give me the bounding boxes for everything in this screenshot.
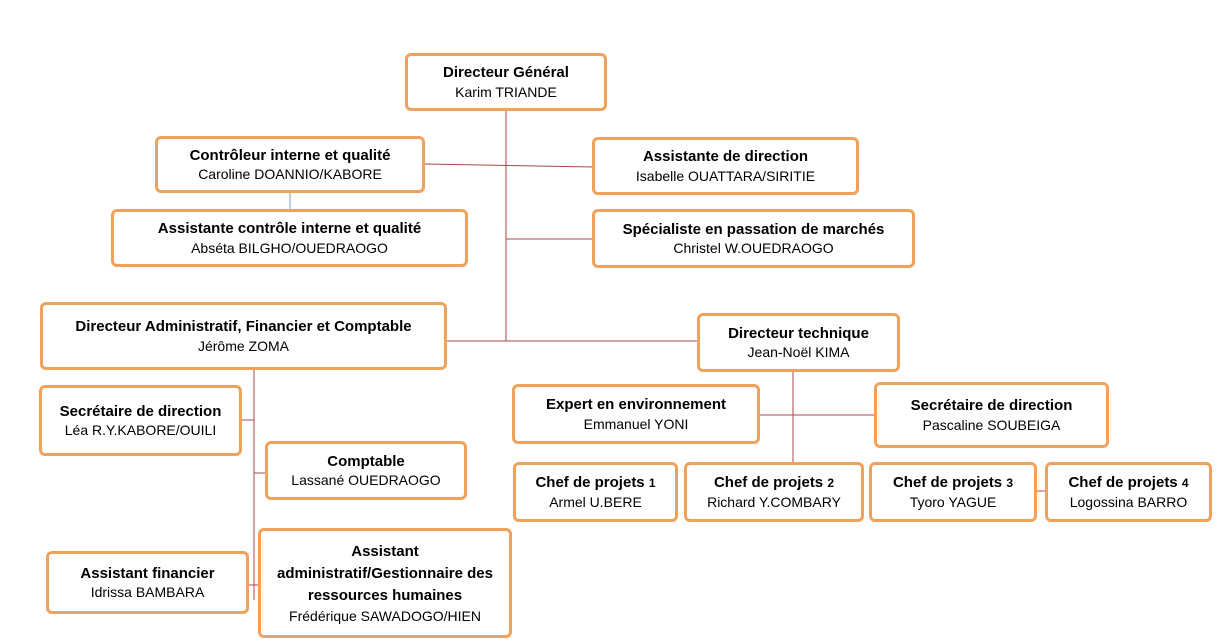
role-label: Assistant financier (80, 564, 215, 582)
role-label: Assistante de direction (642, 148, 809, 166)
name-label: Isabelle OUATTARA/SIRITIE (635, 167, 816, 184)
name-label: Lassané OUEDRAOGO (291, 472, 441, 489)
name-label: Christel W.OUEDRAOGO (673, 240, 834, 257)
role-label: Directeur Général (443, 64, 569, 82)
node-chef-projets-1: Chef de projets 1 Armel U.BERE (513, 462, 678, 522)
node-dafc: Directeur Administratif, Financier et Co… (40, 302, 447, 370)
role-label: Chef de projets 3 (892, 474, 1014, 492)
name-label: Richard Y.COMBARY (707, 493, 841, 510)
node-secretaire-direction-right: Secrétaire de direction Pascaline SOUBEI… (874, 382, 1109, 448)
role-label: Secrétaire de direction (910, 397, 1073, 415)
role-label: Assistant administratif/Gestionnaire des… (277, 543, 493, 604)
name-label: Emmanuel YONI (583, 415, 689, 432)
node-comptable: Comptable Lassané OUEDRAOGO (265, 441, 467, 500)
name-label: Armel U.BERE (549, 493, 642, 510)
role-label: Comptable (327, 452, 405, 470)
node-secretaire-direction-left: Secrétaire de direction Léa R.Y.KABORE/O… (39, 385, 242, 456)
role-label: Directeur technique (728, 324, 869, 342)
node-chef-projets-4: Chef de projets 4 Logossina BARRO (1045, 462, 1212, 522)
name-label: Caroline DOANNIO/KABORE (198, 166, 382, 183)
role-label: Expert en environnement (545, 396, 727, 414)
name-label: Jérôme ZOMA (197, 337, 289, 354)
node-assistante-direction: Assistante de direction Isabelle OUATTAR… (592, 137, 859, 195)
node-assistant-administratif: Assistant administratif/Gestionnaire des… (258, 528, 512, 638)
name-label: Pascaline SOUBEIGA (922, 416, 1061, 433)
role-label: Spécialiste en passation de marchés (622, 220, 885, 238)
node-directeur-general: Directeur Général Karim TRIANDE (405, 53, 607, 111)
node-controleur-interne: Contrôleur interne et qualité Caroline D… (155, 136, 425, 193)
name-label: Tyoro YAGUE (909, 493, 997, 510)
name-label: Jean-Noël KIMA (747, 344, 850, 361)
role-label: Chef de projets 1 (535, 474, 656, 492)
name-label: Logossina BARRO (1069, 493, 1188, 510)
node-directeur-technique: Directeur technique Jean-Noël KIMA (697, 313, 900, 372)
role-label: Contrôleur interne et qualité (189, 146, 391, 164)
role-label: Directeur Administratif, Financier et Co… (75, 318, 412, 336)
node-assistant-financier: Assistant financier Idrissa BAMBARA (46, 551, 249, 614)
name-label: Abséta BILGHO/OUEDRAOGO (191, 239, 388, 256)
name-label: Karim TRIANDE (455, 83, 557, 100)
node-chef-projets-2: Chef de projets 2 Richard Y.COMBARY (684, 462, 864, 522)
role-label: Secrétaire de direction (59, 402, 222, 420)
connector-controleur-assistante (424, 163, 594, 168)
role-label: Assistante contrôle interne et qualité (157, 220, 422, 238)
role-label: Chef de projets 2 (713, 474, 835, 492)
node-specialiste-marches: Spécialiste en passation de marchés Chri… (592, 209, 915, 268)
node-expert-environnement: Expert en environnement Emmanuel YONI (512, 384, 760, 444)
name-label: Frédérique SAWADOGO/HIEN (289, 607, 481, 624)
node-chef-projets-3: Chef de projets 3 Tyoro YAGUE (869, 462, 1037, 522)
node-assistante-controle: Assistante contrôle interne et qualité A… (111, 209, 468, 267)
role-label: Chef de projets 4 (1068, 474, 1189, 492)
name-label: Idrissa BAMBARA (90, 584, 205, 601)
name-label: Léa R.Y.KABORE/OUILI (64, 422, 217, 439)
